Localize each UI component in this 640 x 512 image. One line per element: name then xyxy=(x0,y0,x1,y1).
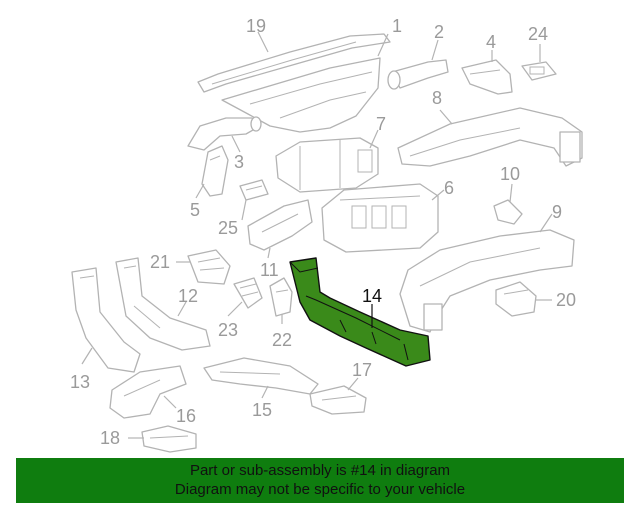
part-6-blower-case[interactable] xyxy=(321,183,439,253)
callout-9[interactable]: 9 xyxy=(552,202,562,222)
callout-12[interactable]: 12 xyxy=(178,286,198,306)
callout-22[interactable]: 22 xyxy=(272,330,292,350)
part-17-duct-end[interactable] xyxy=(309,385,367,415)
callout-7[interactable]: 7 xyxy=(376,114,386,134)
part-12-floor-duct[interactable] xyxy=(115,257,211,351)
part-22-outlet[interactable] xyxy=(269,277,293,317)
callout-21[interactable]: 21 xyxy=(150,252,170,272)
part-19-defroster-nozzle[interactable] xyxy=(197,33,391,93)
banner-line-1: Part or sub-assembly is #14 in diagram xyxy=(189,462,451,479)
part-18-connector[interactable] xyxy=(141,425,197,453)
callout-3[interactable]: 3 xyxy=(234,152,244,172)
exploded-parts-diagram: 19 1 2 4 24 8 3 xyxy=(70,16,583,453)
part-4-side-defroster-outlet[interactable] xyxy=(461,59,513,95)
callout-16[interactable]: 16 xyxy=(176,406,196,426)
callout-5[interactable]: 5 xyxy=(190,200,200,220)
callout-4[interactable]: 4 xyxy=(486,32,496,52)
callout-24[interactable]: 24 xyxy=(528,24,548,44)
leader-15 xyxy=(261,385,269,399)
banner-line-2: Diagram may not be specific to your vehi… xyxy=(174,481,466,498)
callout-1[interactable]: 1 xyxy=(392,16,402,36)
callout-8[interactable]: 8 xyxy=(432,88,442,108)
part-10-bracket[interactable] xyxy=(493,199,523,225)
leader-13 xyxy=(81,347,93,365)
callout-6[interactable]: 6 xyxy=(444,178,454,198)
callout-13[interactable]: 13 xyxy=(70,372,90,392)
part-5-side-outlet[interactable] xyxy=(201,145,229,197)
part-9-rear-duct[interactable] xyxy=(399,229,575,333)
part-21-grille[interactable] xyxy=(187,249,231,285)
callout-17[interactable]: 17 xyxy=(352,360,372,380)
callout-18[interactable]: 18 xyxy=(100,428,120,448)
part-23-grille[interactable] xyxy=(233,277,263,309)
leader-16 xyxy=(163,395,177,409)
part-3-side-duct[interactable] xyxy=(187,116,262,151)
leader-1 xyxy=(377,33,389,57)
callout-25[interactable]: 25 xyxy=(218,218,238,238)
part-8-center-duct[interactable] xyxy=(397,107,583,167)
leader-8 xyxy=(439,109,453,125)
part-13-floor-duct[interactable] xyxy=(71,267,141,373)
part-15-floor-duct[interactable] xyxy=(203,357,319,395)
part-25-grille[interactable] xyxy=(239,179,269,201)
leader-25 xyxy=(241,199,247,221)
info-banner: Part or sub-assembly is #14 in diagram D… xyxy=(16,458,624,503)
leader-10 xyxy=(509,183,513,203)
callout-11[interactable]: 11 xyxy=(260,260,279,280)
part-11-side-duct[interactable] xyxy=(247,199,313,251)
part-16-rear-foot-duct[interactable] xyxy=(109,365,187,419)
callout-20[interactable]: 20 xyxy=(556,290,576,310)
leader-23 xyxy=(227,301,243,317)
leader-17 xyxy=(347,377,359,391)
leader-5 xyxy=(195,183,205,199)
callout-14[interactable]: 14 xyxy=(362,286,382,306)
leader-7 xyxy=(369,129,379,149)
part-7-heater-unit-section[interactable] xyxy=(275,137,379,193)
callout-10[interactable]: 10 xyxy=(500,164,520,184)
part-2-defroster-hose[interactable] xyxy=(387,59,449,90)
part-14-air-duct-highlighted[interactable] xyxy=(289,257,431,367)
part-24-vent[interactable] xyxy=(521,61,557,81)
callout-23[interactable]: 23 xyxy=(218,320,238,340)
leader-11 xyxy=(267,247,271,259)
callout-15[interactable]: 15 xyxy=(252,400,272,420)
leader-6 xyxy=(431,189,445,201)
leader-2 xyxy=(431,39,439,61)
callout-2[interactable]: 2 xyxy=(434,22,444,42)
leader-12 xyxy=(177,301,187,317)
leader-9 xyxy=(539,213,553,233)
part-20-rear-outlet[interactable] xyxy=(495,281,537,317)
callout-19[interactable]: 19 xyxy=(246,16,266,36)
leader-19 xyxy=(257,31,269,53)
leader-3 xyxy=(231,135,241,153)
